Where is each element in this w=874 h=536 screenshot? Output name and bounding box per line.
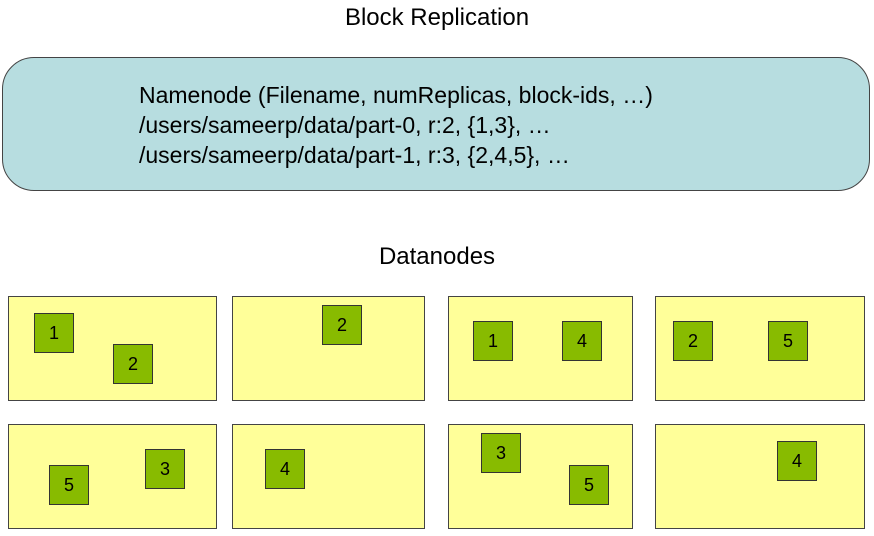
block: 3 [145,449,185,489]
block: 4 [265,449,305,489]
block: 2 [673,321,713,361]
block: 1 [473,321,513,361]
block: 4 [777,441,817,481]
namenode-text: Namenode (Filename, numReplicas, block-i… [139,80,653,170]
datanode-box: 1 4 [448,296,633,401]
block: 2 [322,305,362,345]
namenode-file-entry: /users/sameerp/data/part-0, r:2, {1,3}, … [139,112,551,138]
diagram-title: Block Replication [344,4,530,31]
block: 1 [34,313,74,353]
datanode-box: 3 5 [448,424,633,529]
block: 5 [569,465,609,505]
datanode-box: 4 [655,424,865,529]
datanodes-label: Datanodes [378,243,496,270]
datanode-box: 1 2 [8,296,217,401]
namenode-header-line: Namenode (Filename, numReplicas, block-i… [139,82,653,108]
datanode-box: 4 [232,424,425,529]
block: 5 [768,321,808,361]
datanode-box: 2 [232,296,425,401]
datanode-box: 5 3 [8,424,217,529]
block: 4 [562,321,602,361]
block: 2 [113,344,153,384]
namenode-box: Namenode (Filename, numReplicas, block-i… [2,57,870,191]
datanode-box: 2 5 [655,296,865,401]
block: 5 [49,465,89,505]
namenode-file-entry: /users/sameerp/data/part-1, r:3, {2,4,5}… [139,142,570,168]
block: 3 [481,433,521,473]
